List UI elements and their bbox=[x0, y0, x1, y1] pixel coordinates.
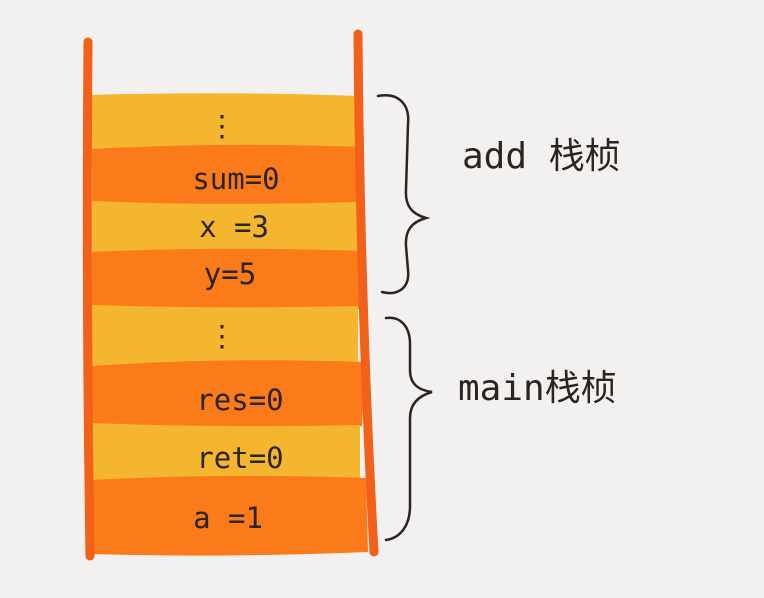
stack-cell-3-fill bbox=[92, 248, 362, 312]
stack-cell-7-label: a =1 bbox=[193, 501, 263, 535]
stack-cells: ⋮ sum=0 x =3 y=5 ⋮ res=0 bbox=[92, 93, 368, 556]
stack-cell-5-fill bbox=[92, 360, 364, 430]
main-frame-brace bbox=[384, 316, 433, 542]
stack-cell-4-fill bbox=[92, 305, 358, 369]
stack-cell-0: ⋮ bbox=[92, 93, 358, 155]
stack-cell-7: a =1 bbox=[92, 475, 368, 556]
stack-cell-4-label: ⋮ bbox=[208, 319, 237, 353]
stack-cell-1-fill bbox=[92, 144, 362, 208]
stack-cell-6-label: ret=0 bbox=[196, 441, 283, 475]
stack-cell-7-fill bbox=[92, 475, 368, 556]
stack-cell-3-label: y=5 bbox=[204, 257, 256, 291]
stack-cell-1-label: sum=0 bbox=[192, 162, 279, 196]
stack-cell-5: res=0 bbox=[92, 360, 364, 430]
stack-right-wall bbox=[353, 29, 379, 557]
stack-cell-2-fill bbox=[92, 201, 358, 257]
stack-left-wall bbox=[82, 37, 95, 561]
add-frame-label: add 栈桢 bbox=[462, 136, 621, 177]
stack-cell-1: sum=0 bbox=[92, 144, 362, 208]
stack-cell-4: ⋮ bbox=[92, 305, 358, 369]
stack-cell-2-label: x =3 bbox=[199, 210, 269, 244]
stack-cell-5-label: res=0 bbox=[196, 383, 283, 417]
stack-cell-0-label: ⋮ bbox=[208, 109, 237, 143]
main-frame-label: main栈桢 bbox=[458, 368, 617, 409]
add-frame-brace bbox=[376, 93, 431, 295]
stack-cell-6-fill bbox=[92, 423, 360, 485]
stack-cell-6: ret=0 bbox=[92, 423, 360, 485]
stack-cell-0-fill bbox=[92, 93, 358, 155]
stack-cell-2: x =3 bbox=[92, 201, 358, 257]
stack-cell-3: y=5 bbox=[92, 248, 362, 312]
